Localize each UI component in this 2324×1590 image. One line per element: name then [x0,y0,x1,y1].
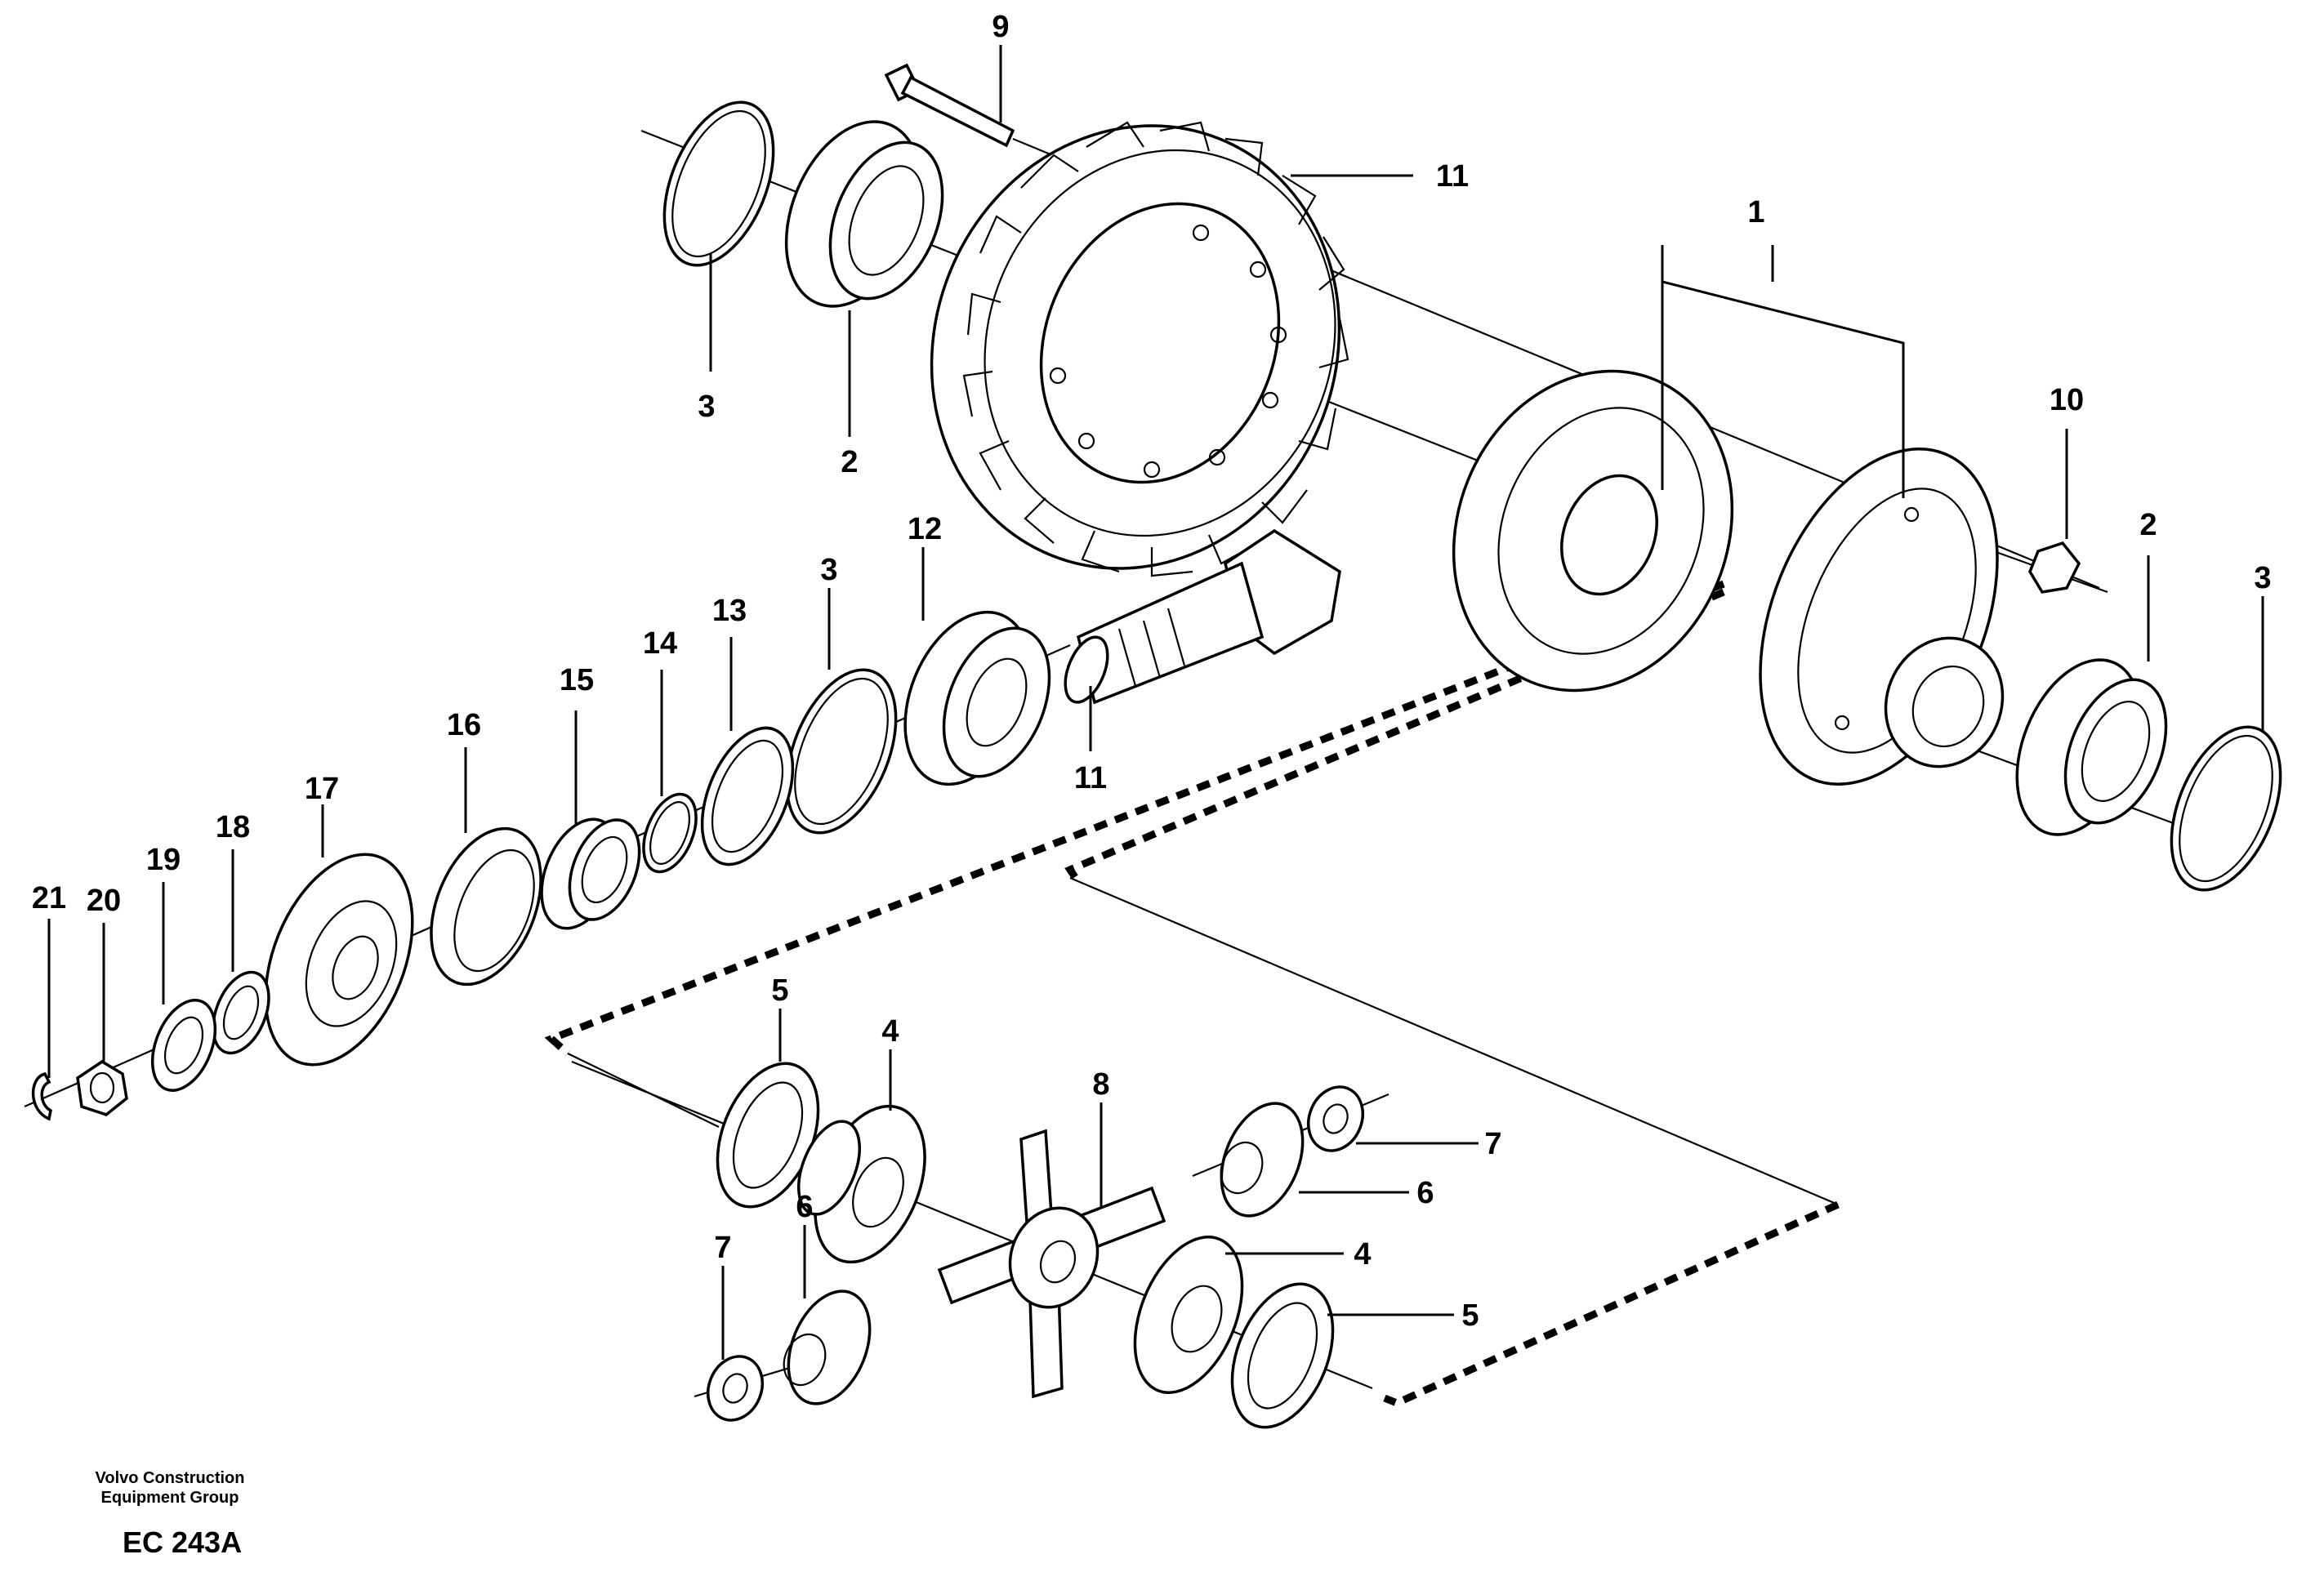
footer-company-line1: Volvo Construction [95,1469,245,1487]
spider-cross-8 [937,1129,1166,1399]
footer-company-name: Volvo Construction Equipment Group [72,1468,268,1508]
callout-11-shaft: 11 [1074,761,1107,795]
lock-plate-19 [150,998,217,1093]
seal-16 [430,826,542,987]
callout-20: 20 [87,884,121,918]
callout-8: 8 [1092,1067,1109,1102]
differential-housing-1 [1452,369,2005,786]
pinion-gear-6-upper [1220,1102,1305,1218]
nut-20 [76,1059,128,1116]
bearing-12 [903,610,1051,786]
callout-7-left: 7 [714,1231,731,1265]
washer-18 [212,970,270,1055]
callout-12: 12 [908,512,942,546]
flange-17 [264,853,414,1067]
ring-3-right [2170,725,2282,892]
callout-17: 17 [305,772,339,806]
washer-13 [700,726,795,866]
callout-6-right: 6 [1416,1176,1434,1210]
ring-3-top [662,100,775,267]
callout-7-right: 7 [1484,1127,1501,1161]
side-gear-4-upper [797,1104,926,1264]
callout-3-top: 3 [698,390,715,424]
callout-3-mid: 3 [820,553,837,587]
footer-diagram-code: EC 243A [123,1525,243,1559]
callout-3-right: 3 [2254,561,2271,595]
crown-gear-11 [930,121,1349,577]
callout-21: 21 [32,881,66,915]
thrust-washer-5-lower [1230,1282,1335,1429]
callout-labels: 1 9 11 3 2 10 2 3 12 3 11 13 14 15 16 17… [32,10,2272,1333]
callout-5-right: 5 [1461,1298,1479,1333]
callout-16: 16 [447,708,481,742]
callout-19: 19 [146,843,181,877]
circlip-21 [31,1071,52,1121]
washer-7-lower [707,1355,764,1422]
callout-2-right: 2 [2139,508,2157,542]
side-gear-4-lower [1133,1236,1244,1394]
leader-lines [47,45,2264,1360]
callout-5-upper: 5 [771,973,788,1008]
bearing-2-top [784,120,944,308]
footer-company-line2: Equipment Group [100,1489,239,1507]
bearing-15 [540,817,641,930]
callout-18: 18 [216,810,250,844]
nut-10 [2028,541,2081,594]
callout-13: 13 [712,594,747,628]
ring-14 [642,792,698,874]
washer-7-upper [1307,1085,1364,1152]
callout-4-upper: 4 [881,1014,899,1049]
callout-10: 10 [2050,383,2084,417]
callout-9: 9 [992,10,1009,44]
bolt-9 [884,63,1015,148]
callout-11-top: 11 [1436,159,1469,194]
callout-1: 1 [1747,195,1764,229]
pinion-shaft-11 [1064,528,1341,705]
callout-6-left: 6 [796,1190,813,1224]
callout-14: 14 [643,626,677,661]
guide-lines [567,876,1839,1206]
callout-2-top: 2 [841,445,858,479]
pinion-gear-6-lower [783,1289,872,1405]
ring-3-mid [785,668,898,835]
callout-4-right: 4 [1354,1237,1371,1272]
dashed-guide-lines [544,580,1840,1407]
bearing-2-right [2015,658,2168,836]
callout-15: 15 [560,663,594,697]
